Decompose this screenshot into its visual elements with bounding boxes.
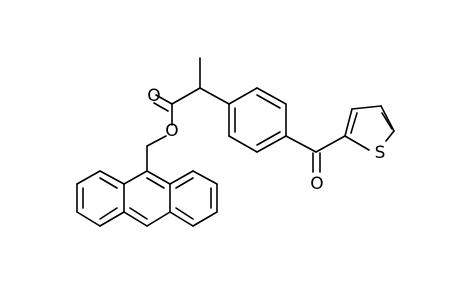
bond xyxy=(228,135,258,153)
bond xyxy=(199,87,230,105)
ester-oxygen-label: O xyxy=(165,121,178,141)
bond xyxy=(192,211,218,227)
bond xyxy=(76,211,101,227)
double-bond xyxy=(146,177,165,189)
anthracene-ring-system xyxy=(76,170,218,227)
bond xyxy=(123,211,148,227)
bond xyxy=(256,135,287,153)
double-bond xyxy=(153,102,169,112)
bond xyxy=(228,87,258,105)
ketone-group xyxy=(285,135,346,173)
bond xyxy=(123,170,148,185)
bond xyxy=(351,105,382,110)
bond xyxy=(385,130,395,142)
bond xyxy=(146,211,171,227)
double-bond xyxy=(256,131,281,146)
benzene-ring xyxy=(228,87,287,153)
ketone-oxygen-label: O xyxy=(310,174,323,194)
bond xyxy=(315,135,346,153)
double-bond xyxy=(350,112,358,134)
bond xyxy=(344,135,370,151)
double-bond xyxy=(175,177,194,189)
bond xyxy=(146,170,171,185)
double-bond xyxy=(381,112,393,130)
bond xyxy=(285,135,317,153)
bond xyxy=(146,135,167,147)
bond xyxy=(256,87,287,105)
bond xyxy=(344,108,353,137)
bond xyxy=(192,170,218,185)
bond xyxy=(380,105,395,132)
thiophene-ring xyxy=(344,105,395,151)
double-bond xyxy=(256,94,281,109)
bond xyxy=(169,170,194,185)
bond xyxy=(99,170,125,185)
double-bond xyxy=(129,207,148,220)
bond xyxy=(76,170,101,185)
bond xyxy=(155,94,173,105)
bond xyxy=(169,211,194,227)
double-bond xyxy=(175,207,194,220)
sulfur-label: S xyxy=(375,143,386,163)
carbonyl-oxygen-label: O xyxy=(147,86,160,106)
bond xyxy=(99,211,125,227)
ester-linkage xyxy=(146,57,230,172)
double-bond xyxy=(99,177,118,189)
double-bond xyxy=(99,207,118,220)
bond xyxy=(171,87,201,105)
